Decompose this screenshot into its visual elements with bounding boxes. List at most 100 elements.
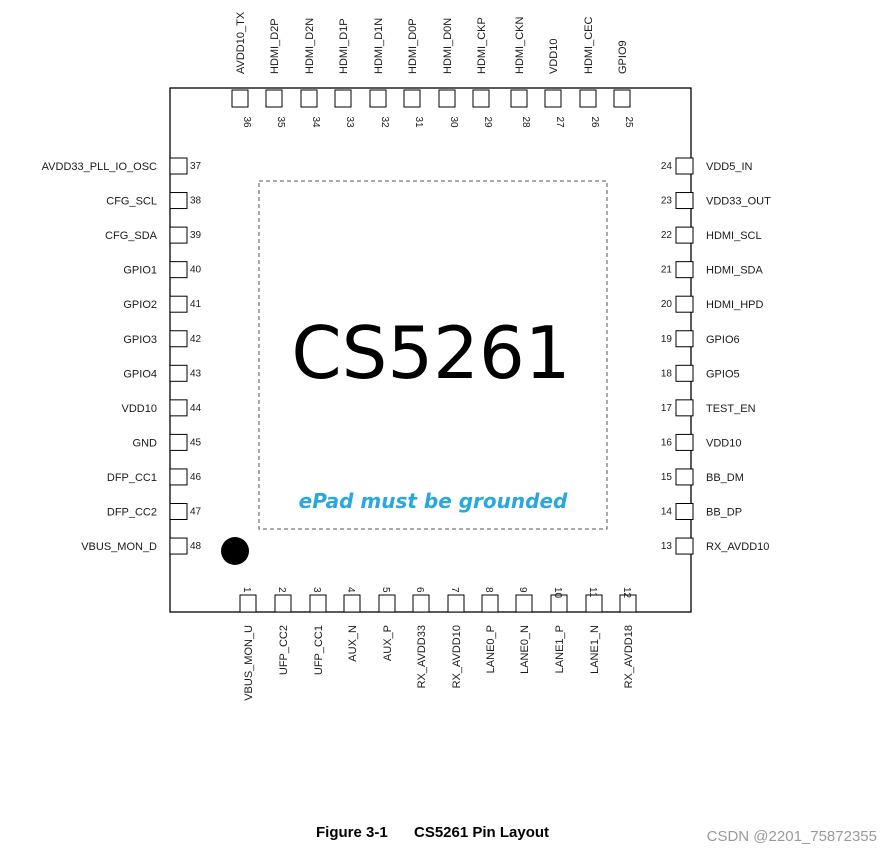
pin-pad bbox=[613, 89, 631, 108]
pin-label: HDMI_D1N bbox=[373, 18, 385, 74]
pin-pad bbox=[412, 594, 430, 613]
pin-label: GPIO9 bbox=[617, 40, 629, 74]
pin-label: AUX_P bbox=[382, 625, 394, 661]
pin-pad bbox=[378, 594, 396, 613]
pin-number: 48 bbox=[190, 541, 202, 552]
pin-pad bbox=[169, 399, 188, 417]
pin-number: 43 bbox=[190, 368, 202, 379]
pin-label: RX_AVDD18 bbox=[623, 625, 635, 688]
pin-label: HDMI_CKN bbox=[514, 16, 526, 74]
pin-label: BB_DP bbox=[706, 507, 742, 519]
pin-pad bbox=[675, 295, 694, 313]
pin-number: 41 bbox=[190, 299, 202, 310]
pin1-marker-dot bbox=[221, 537, 249, 565]
pin-pad bbox=[675, 503, 694, 520]
pin-number: 45 bbox=[190, 437, 202, 448]
pin-pad bbox=[169, 226, 188, 244]
pin-pad bbox=[369, 89, 387, 108]
pin-pad bbox=[675, 399, 694, 417]
pin-number: 12 bbox=[621, 587, 632, 599]
pin-label: TEST_EN bbox=[706, 403, 756, 415]
pin-number: 26 bbox=[589, 116, 600, 128]
pin-pad bbox=[343, 594, 361, 613]
pin-label: HDMI_CEC bbox=[583, 16, 595, 74]
pin-number: 6 bbox=[414, 587, 425, 593]
pin-number: 34 bbox=[310, 116, 321, 128]
pin-label: HDMI_D2P bbox=[269, 18, 281, 74]
pin-label: LANE0_P bbox=[485, 625, 497, 673]
pin-label: GPIO1 bbox=[123, 265, 157, 277]
pin-pad bbox=[169, 295, 188, 313]
pin-pad bbox=[675, 537, 694, 555]
pin-number: 19 bbox=[661, 334, 673, 345]
pin-number: 14 bbox=[661, 507, 673, 518]
watermark: CSDN @2201_75872355 bbox=[707, 828, 877, 845]
pin-pad bbox=[585, 594, 603, 613]
pin-number: 18 bbox=[661, 368, 673, 379]
pin-pad bbox=[169, 192, 188, 210]
pin-number: 44 bbox=[190, 403, 202, 414]
pin-number: 17 bbox=[661, 403, 673, 414]
pin-number: 15 bbox=[661, 472, 673, 483]
pin-pad bbox=[675, 192, 694, 210]
pin-number: 3 bbox=[311, 587, 322, 593]
pin-pad bbox=[309, 594, 327, 613]
pin-number: 22 bbox=[661, 230, 673, 241]
pin-pad bbox=[619, 594, 637, 613]
pin-label: CFG_SDA bbox=[105, 230, 158, 242]
pin-pad bbox=[675, 330, 694, 348]
pin-number: 25 bbox=[623, 116, 634, 128]
pin-label: VDD10 bbox=[548, 39, 560, 74]
pin-label: RX_AVDD10 bbox=[451, 625, 463, 688]
pin-number: 7 bbox=[449, 587, 460, 593]
pin-label: AVDD33_PLL_IO_OSC bbox=[42, 161, 157, 173]
pin-pad bbox=[550, 594, 568, 613]
pin-pad bbox=[675, 364, 694, 382]
pin-label: VBUS_MON_D bbox=[81, 541, 157, 553]
pin-number: 2 bbox=[276, 587, 287, 593]
pin-label: HDMI_D0P bbox=[407, 18, 419, 74]
pin-number: 20 bbox=[661, 299, 673, 310]
pin-label: UFP_CC2 bbox=[278, 625, 290, 675]
pin-pad bbox=[403, 89, 421, 108]
pin-label: RX_AVDD10 bbox=[706, 541, 769, 553]
package-outline bbox=[169, 87, 692, 613]
pin-pad bbox=[438, 89, 456, 108]
pin-label: LANE1_N bbox=[589, 625, 601, 674]
pin-number: 31 bbox=[413, 116, 424, 128]
pin-label: AUX_N bbox=[347, 625, 359, 662]
pin-label: LANE1_P bbox=[554, 625, 566, 673]
pin-label: DFP_CC2 bbox=[107, 507, 157, 519]
pin-number: 13 bbox=[661, 541, 673, 552]
pin-pad bbox=[169, 537, 188, 555]
pin-number: 9 bbox=[517, 587, 528, 593]
pin-number: 46 bbox=[190, 472, 202, 483]
pin-label: HDMI_SCL bbox=[706, 230, 762, 242]
pin-number: 8 bbox=[483, 587, 494, 593]
pin-pad bbox=[169, 433, 188, 451]
pins-top-row: AVDD10_TX36HDMI_D2P35HDMI_D2N34HDMI_D1P3… bbox=[231, 11, 634, 128]
pin-label: HDMI_D1P bbox=[338, 18, 350, 74]
pin-label: AVDD10_TX bbox=[235, 11, 247, 74]
pin-label: BB_DM bbox=[706, 472, 744, 484]
pin-pad bbox=[544, 89, 562, 108]
pin-number: 39 bbox=[190, 230, 202, 241]
pin-label: VBUS_MON_U bbox=[243, 625, 255, 701]
pin-number: 10 bbox=[552, 587, 563, 599]
pin-pad bbox=[169, 330, 188, 348]
pin-label: HDMI_D0N bbox=[442, 18, 454, 74]
pin-number: 47 bbox=[190, 507, 202, 518]
pin-pad bbox=[675, 226, 694, 244]
pin-pad bbox=[675, 433, 694, 451]
pin-number: 37 bbox=[190, 161, 202, 172]
pin-label: GPIO2 bbox=[123, 299, 157, 311]
pin-pad bbox=[472, 89, 490, 108]
pin-pad bbox=[675, 157, 694, 175]
pin-pad bbox=[169, 364, 188, 382]
pin-number: 27 bbox=[554, 116, 565, 128]
pin-label: HDMI_HPD bbox=[706, 299, 764, 311]
pin-pad bbox=[515, 594, 533, 613]
pin-pad bbox=[579, 89, 597, 108]
pin-label: CFG_SCL bbox=[106, 196, 157, 208]
